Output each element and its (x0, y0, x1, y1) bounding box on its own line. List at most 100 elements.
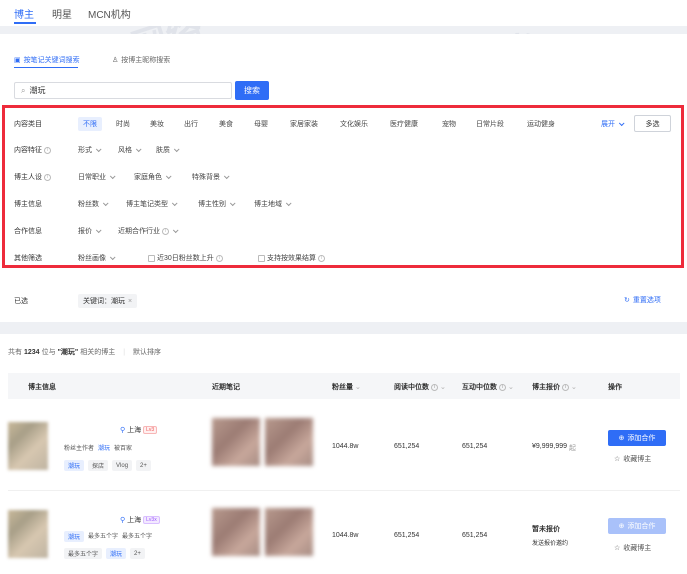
sort-icon: ⌄ (440, 384, 446, 391)
filter-option[interactable]: 时尚 (116, 121, 130, 128)
note-thumbnail[interactable] (265, 508, 313, 556)
filter-dropdown-fan-portrait[interactable]: 粉丝画像 (78, 253, 116, 263)
tag: Vlog (112, 460, 133, 471)
star-icon: ☆ (614, 545, 621, 552)
filter-dropdown-style[interactable]: 风格 (118, 145, 142, 155)
search-mode-keyword[interactable]: ▣ 按笔记关键词搜索 (14, 57, 80, 64)
selected-label: 已选 (14, 298, 28, 305)
chevron-down-icon (165, 173, 172, 180)
filter-dropdown-format[interactable]: 形式 (78, 145, 102, 155)
note-thumbnail[interactable] (212, 508, 260, 556)
collect-button[interactable]: ☆ 收藏博主 (614, 456, 652, 463)
tag-more[interactable]: 2+ (136, 460, 151, 471)
add-cooperation-button[interactable]: ⊕ 添加合作 (608, 430, 666, 446)
chevron-down-icon (109, 173, 116, 180)
filter-option[interactable]: 家居家装 (290, 121, 318, 128)
filter-dropdown-occupation[interactable]: 日常职业 (78, 172, 116, 182)
tab-active-indicator (14, 22, 36, 24)
filter-dropdown-price[interactable]: 报价 (78, 226, 102, 236)
filter-option[interactable]: 宠物 (442, 121, 456, 128)
sort-icon: ⌄ (571, 384, 577, 391)
filter-dropdown-gender[interactable]: 博主性别 (198, 199, 236, 209)
note-thumbnail[interactable] (212, 418, 260, 466)
multi-select-button[interactable]: 多选 (634, 115, 671, 132)
expand-button[interactable]: 展开 (601, 119, 625, 129)
collect-button[interactable]: ☆ 收藏博主 (614, 545, 652, 552)
chevron-down-icon (135, 146, 142, 153)
location: ⚲ 上海 Lv3 (120, 425, 158, 435)
chevron-down-icon (172, 227, 179, 234)
plus-circle-icon: ⊕ (618, 523, 625, 530)
highlight-frame (2, 105, 684, 268)
tag: 探店 (88, 460, 109, 471)
search-input[interactable]: ⌕ 潮玩 (14, 82, 232, 99)
filter-dropdown-family-role[interactable]: 家庭角色 (134, 172, 172, 182)
filter-option[interactable]: 日常片段 (476, 121, 504, 128)
filter-dropdown-skin[interactable]: 肤质 (156, 145, 180, 155)
info-icon: i (44, 173, 51, 181)
result-summary: 共有 1234 位与 "潮玩" 相关的博主 | 默认排序 (8, 348, 162, 357)
avatar[interactable] (8, 510, 48, 558)
tag-more[interactable]: 2+ (130, 548, 145, 559)
filter-option[interactable]: 美妆 (150, 121, 164, 128)
add-cooperation-button[interactable]: ⊕ 添加合作 (608, 518, 666, 534)
location-pin-icon: ⚲ (120, 427, 126, 434)
tab-star[interactable]: 明星 (52, 10, 72, 21)
filter-option[interactable]: 医疗健康 (390, 121, 418, 128)
sort-icon: ⌄ (508, 384, 514, 391)
close-icon[interactable]: × (128, 297, 133, 305)
filter-option[interactable]: 美食 (219, 121, 233, 128)
chevron-down-icon (229, 200, 236, 207)
checkbox-box (258, 254, 265, 262)
filter-option[interactable]: 文化娱乐 (340, 121, 368, 128)
send-quote-link[interactable]: 发送报价邀约 (532, 541, 569, 547)
search-mode-underline (14, 67, 78, 68)
filter-option[interactable]: 出行 (184, 121, 198, 128)
filter-label: 合作信息 (14, 228, 42, 235)
filter-option[interactable]: 母婴 (254, 121, 268, 128)
avatar[interactable] (8, 422, 48, 470)
filter-option-unlimited[interactable]: 不限 (78, 117, 102, 131)
read-median-value: 651,254 (394, 532, 420, 539)
filter-dropdown-background[interactable]: 特殊背景 (192, 172, 230, 182)
filter-row-blogger-info: 博主信息 粉丝数 博主笔记类型 博主性别 博主地域 (14, 197, 674, 211)
chevron-down-icon (102, 200, 109, 207)
chevron-down-icon (223, 173, 230, 180)
blogger-desc: 潮玩 最多五个字 最多五个字 (64, 531, 152, 542)
note-thumbnail[interactable] (265, 418, 313, 466)
filter-dropdown-region[interactable]: 博主地域 (254, 199, 292, 209)
search-button[interactable]: 搜索 (235, 81, 269, 100)
search-mode-nickname[interactable]: ♙ 按博主昵称搜索 (112, 57, 171, 64)
tag: 潮玩 (64, 460, 85, 471)
filter-option[interactable]: 运动健身 (527, 121, 555, 128)
tab-mcn[interactable]: MCN机构 (88, 10, 131, 21)
star-icon: ☆ (614, 456, 621, 463)
info-icon: i (215, 254, 223, 262)
level-badge: Lv3x (143, 516, 160, 524)
tab-blogger[interactable]: 博主 (14, 10, 34, 21)
filter-label: 博主信息 (14, 201, 42, 208)
filter-dropdown-fans[interactable]: 粉丝数 (78, 199, 109, 209)
chevron-down-icon (285, 200, 292, 207)
th-fans[interactable]: 粉丝量⌄ (332, 384, 361, 391)
plus-circle-icon: ⊕ (618, 435, 625, 442)
sort-dropdown[interactable]: 默认排序 (133, 349, 162, 356)
reset-button[interactable]: ↻ 重置选项 (624, 297, 661, 304)
chevron-down-icon (109, 254, 116, 261)
info-icon: i (44, 146, 51, 154)
filter-row-content-category: 内容类目 不限 时尚 美妆 出行 美食 母婴 家居家装 文化娱乐 医疗健康 宠物… (14, 117, 674, 131)
selected-chip: 关键词：潮玩 × (78, 294, 138, 308)
search-input-value: 潮玩 (29, 86, 46, 95)
info-icon: i (431, 383, 438, 391)
filter-dropdown-note-type[interactable]: 博主笔记类型 (126, 199, 178, 209)
